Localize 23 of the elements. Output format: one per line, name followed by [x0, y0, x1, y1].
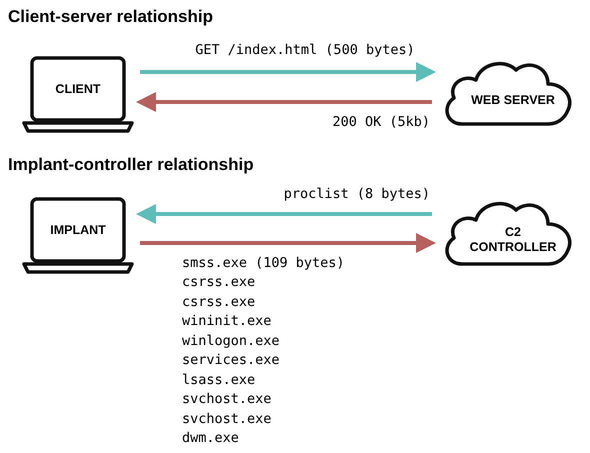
edge-label: proclist (8 bytes)	[284, 186, 430, 202]
process-name: winlogon.exe	[182, 332, 280, 350]
section-heading: Client-server relationship	[8, 6, 214, 28]
process-name: lsass.exe	[182, 370, 256, 390]
process-name: dwm.exe	[182, 429, 240, 448]
node-label: WEB SERVER	[471, 92, 555, 108]
process-name: svchost.exe	[182, 390, 272, 409]
node-label: C2 CONTROLLER	[470, 225, 556, 255]
process-name: wininit.exe	[182, 312, 272, 331]
arrow	[140, 233, 436, 253]
arrow	[136, 204, 432, 224]
node-label: IMPLANT	[50, 222, 106, 238]
edge-label: smss.exe (109 bytes)	[182, 255, 345, 271]
process-name: svchost.exe	[182, 410, 272, 428]
node-label: CLIENT	[55, 82, 101, 96]
section-heading: Implant-controller relationship	[8, 154, 254, 176]
arrow	[136, 92, 432, 112]
process-name: services.exe	[182, 351, 280, 370]
edge-label: 200 OK (5kb)	[332, 114, 430, 130]
arrow	[140, 62, 436, 82]
process-name: csrss.exe	[182, 292, 256, 312]
process-name: csrss.exe	[182, 273, 256, 292]
edge-label: GET /index.html (500 bytes)	[195, 42, 415, 58]
